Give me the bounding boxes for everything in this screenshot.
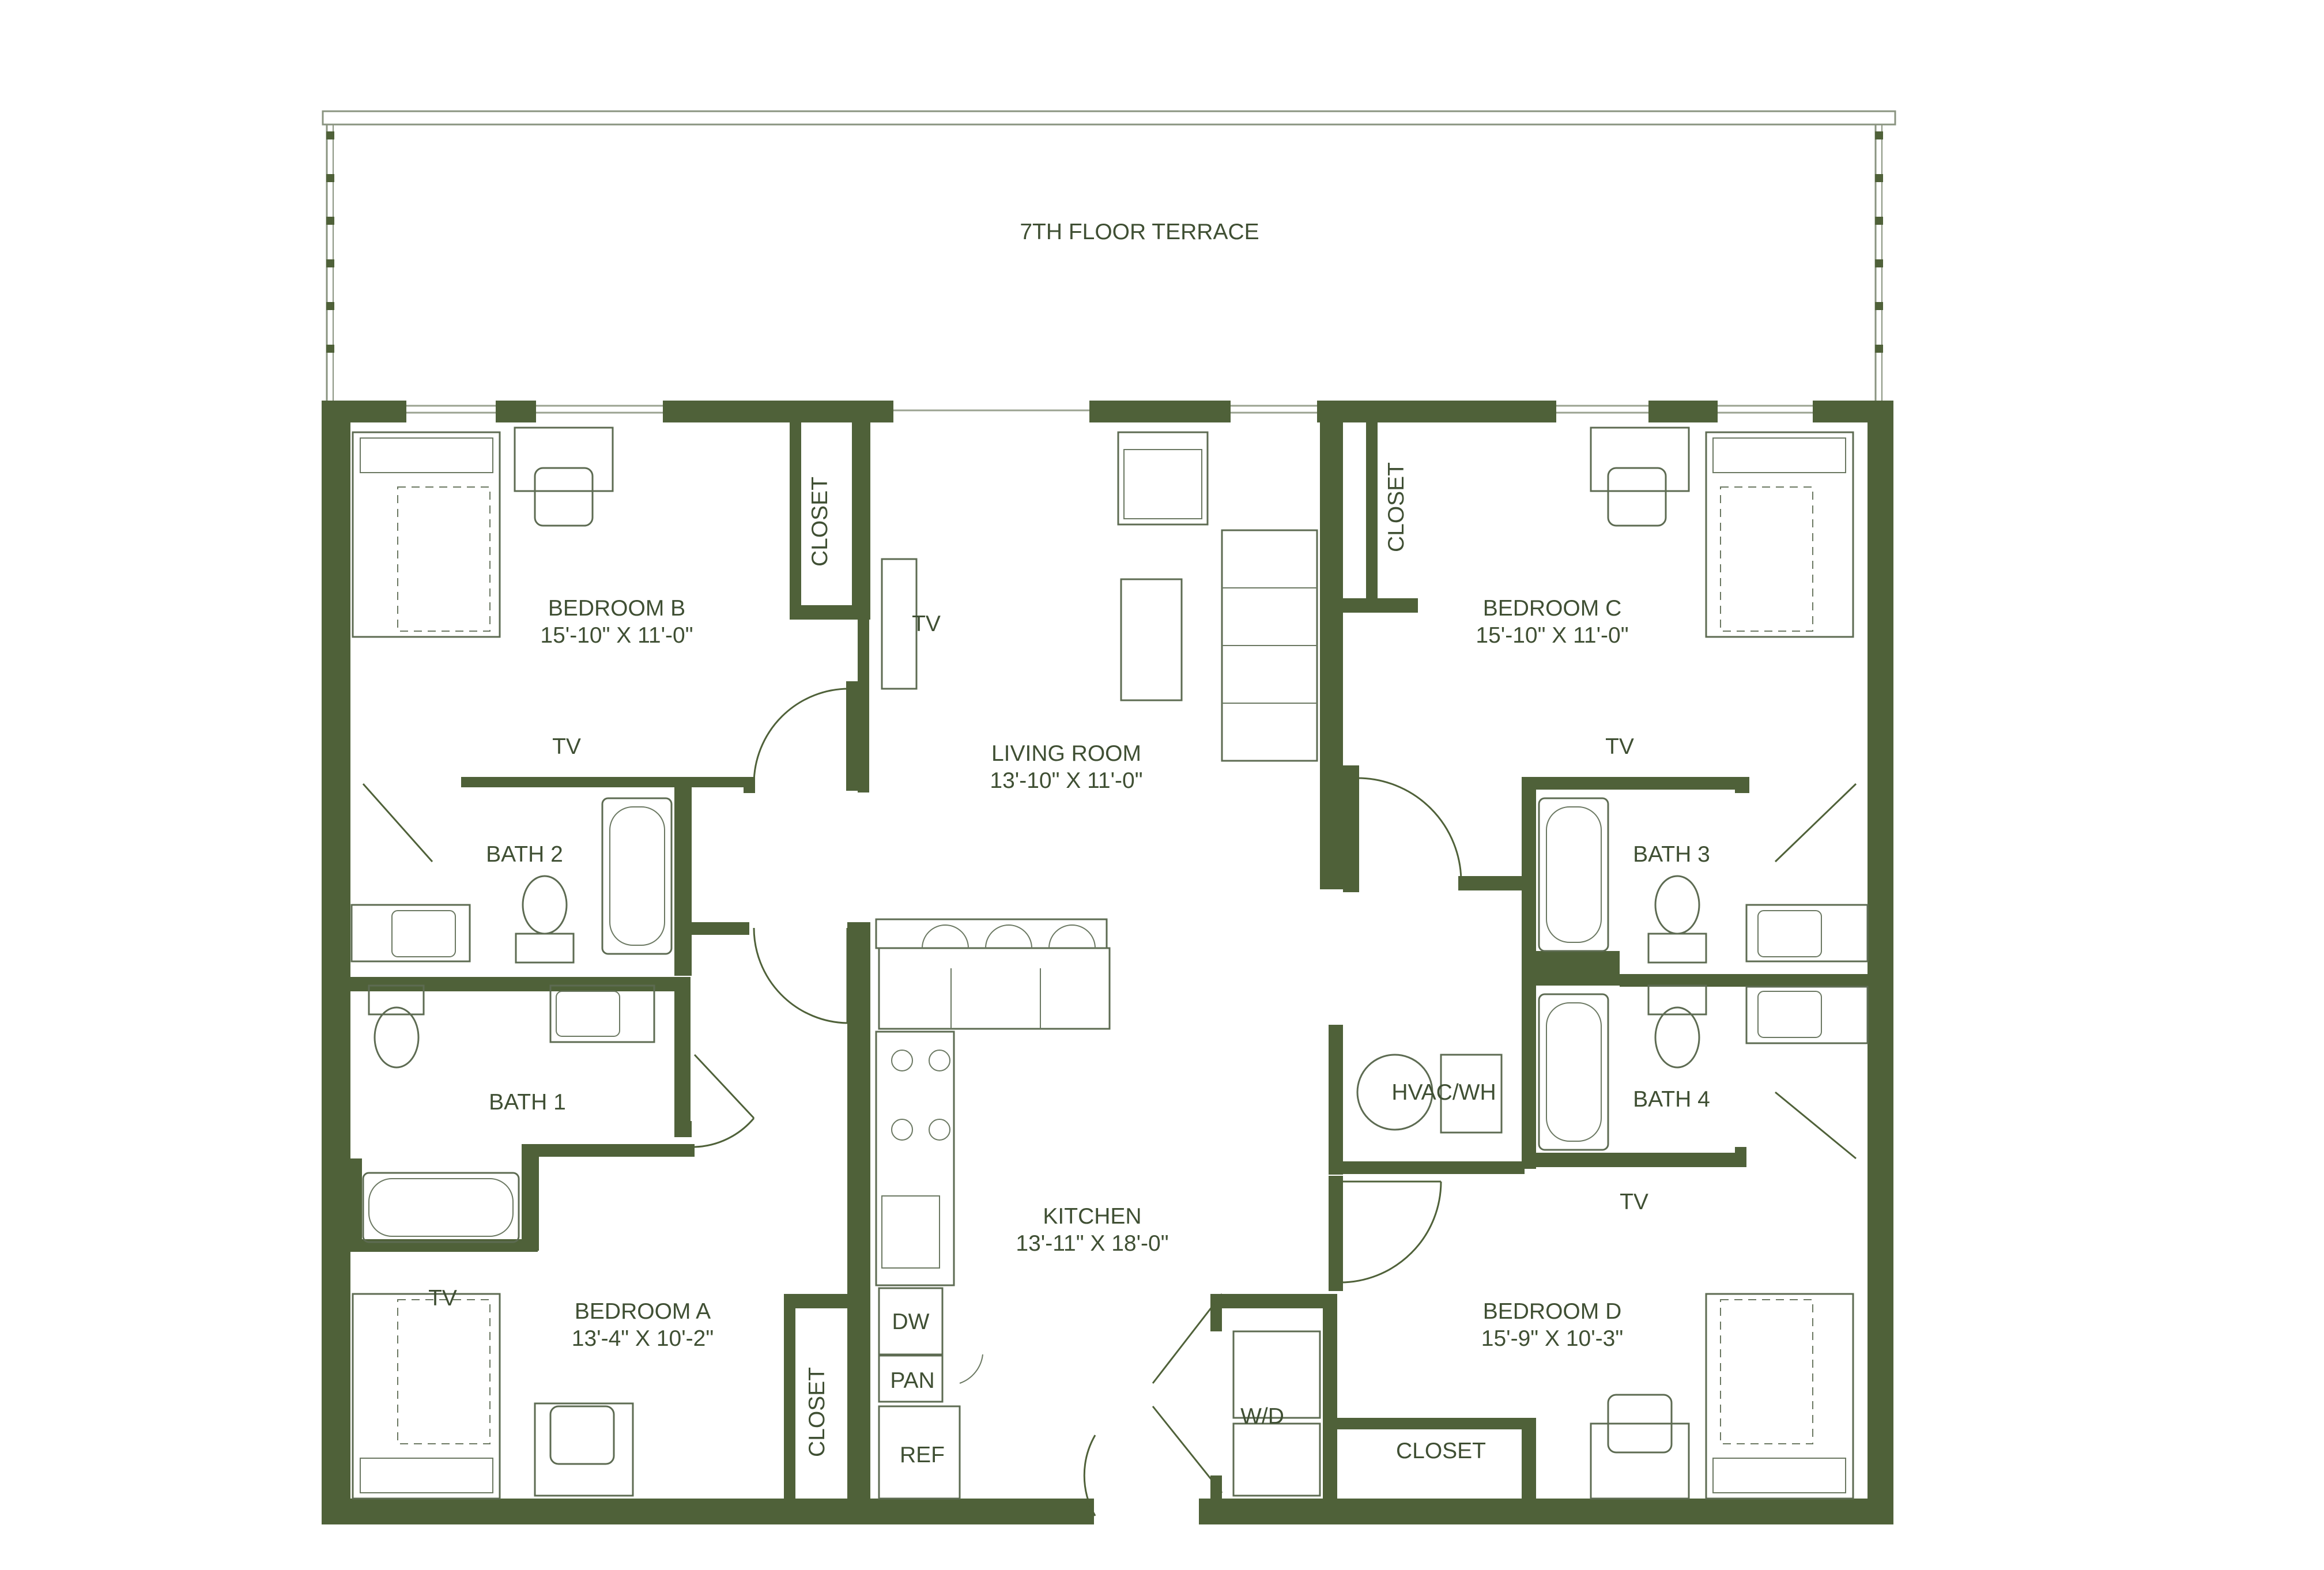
- bedroom-b-name: BEDROOM B: [548, 596, 685, 621]
- bedroom-c-dims: 15'-10" X 11'-0": [1476, 623, 1628, 648]
- bedroom-b-dims: 15'-10" X 11'-0": [540, 623, 693, 648]
- closet-bedroom-c: CLOSET: [1384, 462, 1409, 552]
- tv-bedroom-d: TV: [1620, 1190, 1648, 1214]
- refrigerator-label: REF: [900, 1443, 945, 1467]
- dishwasher-label: DW: [892, 1309, 930, 1334]
- closet-bedroom-b: CLOSET: [808, 477, 832, 567]
- bath-1-name: BATH 1: [489, 1090, 566, 1115]
- terrace: [322, 110, 1896, 401]
- bedroom-a-dims: 13'-4" X 10'-2": [572, 1326, 714, 1351]
- furniture: [350, 427, 1869, 1500]
- pantry-label: PAN: [890, 1368, 934, 1393]
- bath-3-name: BATH 3: [1633, 842, 1710, 867]
- bath-4-name: BATH 4: [1633, 1087, 1710, 1112]
- living-room-dims: 13'-10" X 11'-0": [990, 768, 1142, 793]
- closet-bedroom-a: CLOSET: [805, 1367, 829, 1457]
- room-labels: 7TH FLOOR TERRACE BEDROOM B 15'-10" X 11…: [428, 220, 1710, 1467]
- closet-bedroom-d: CLOSET: [1396, 1439, 1486, 1463]
- tv-bedroom-c: TV: [1605, 734, 1634, 759]
- tv-bedroom-b: TV: [552, 734, 581, 759]
- laundry-label: W/D: [1240, 1404, 1284, 1429]
- kitchen-dims: 13'-11" X 18'-0": [1016, 1231, 1168, 1256]
- bedroom-a-name: BEDROOM A: [575, 1299, 711, 1324]
- kitchen-name: KITCHEN: [1043, 1204, 1141, 1229]
- bedroom-d-name: BEDROOM D: [1483, 1299, 1622, 1324]
- bath-2-name: BATH 2: [486, 842, 563, 867]
- doors: [362, 688, 1857, 1516]
- tv-bedroom-a: TV: [428, 1286, 457, 1311]
- terrace-label: 7TH FLOOR TERRACE: [1020, 220, 1259, 244]
- walls: [322, 401, 1893, 1524]
- living-room-name: LIVING ROOM: [991, 741, 1141, 766]
- bedroom-d-dims: 15'-9" X 10'-3": [1481, 1326, 1623, 1351]
- hvac-name: HVAC/WH: [1391, 1080, 1496, 1105]
- tv-living-room: TV: [912, 612, 941, 636]
- bedroom-c-name: BEDROOM C: [1483, 596, 1622, 621]
- windows: [406, 405, 1813, 414]
